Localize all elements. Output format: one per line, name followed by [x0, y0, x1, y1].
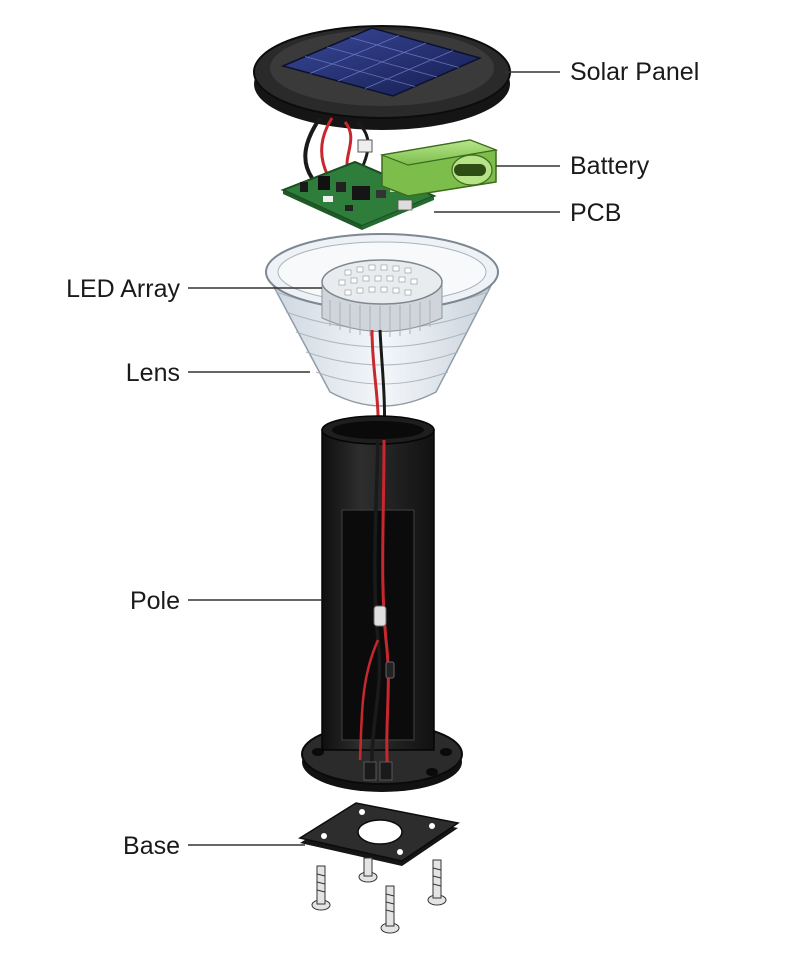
screw	[358, 857, 378, 883]
solar-panel	[253, 25, 511, 180]
label-battery: Battery	[570, 152, 650, 180]
pole	[301, 415, 463, 792]
base-plate	[298, 802, 460, 866]
screw	[311, 865, 331, 911]
screw	[380, 885, 400, 934]
label-pcb: PCB	[570, 199, 621, 227]
pcb-board	[280, 160, 437, 230]
label-lens: Lens	[126, 359, 180, 387]
label-pole: Pole	[130, 587, 180, 615]
screw	[427, 859, 447, 906]
led-array	[321, 259, 443, 337]
label-led-array: LED Array	[66, 275, 180, 303]
label-solar-panel: Solar Panel	[570, 58, 699, 86]
screws	[311, 857, 447, 934]
battery	[379, 139, 499, 197]
label-base: Base	[123, 832, 180, 860]
